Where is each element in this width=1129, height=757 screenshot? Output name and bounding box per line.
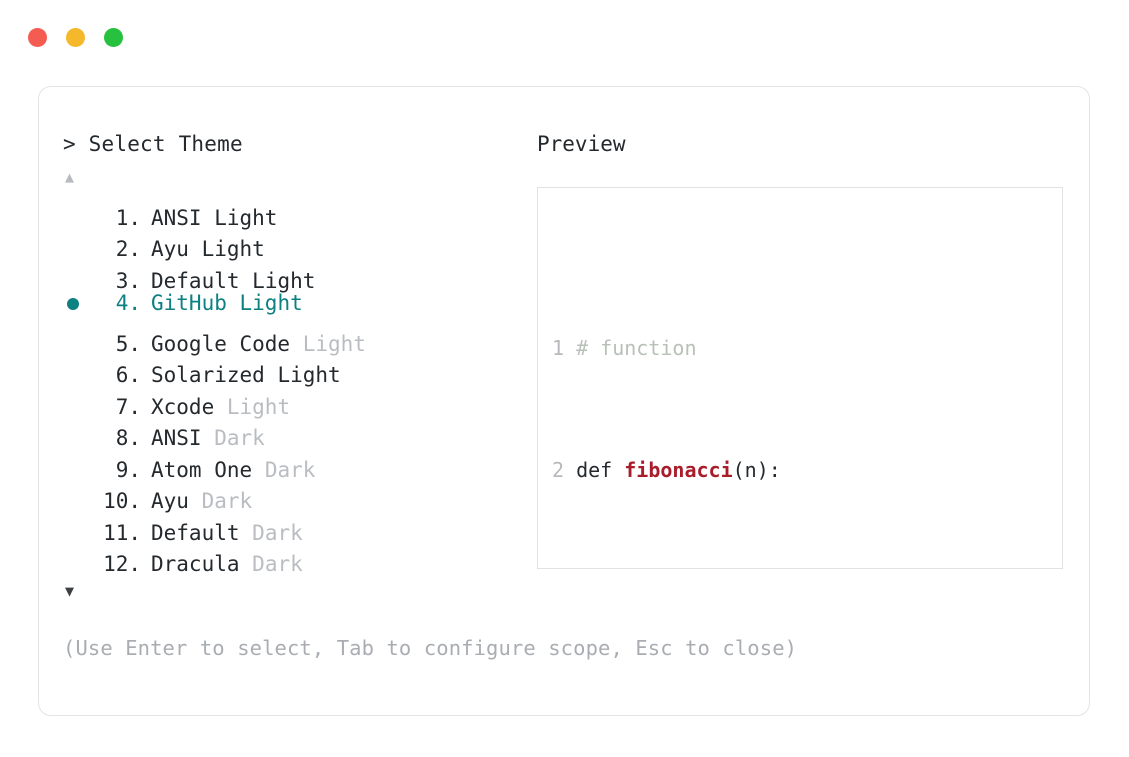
theme-index: 7. — [115, 394, 141, 419]
main-panel: > Select Theme ▲ 1. ANSI Light 2. Ayu Li… — [38, 86, 1090, 716]
theme-name: ANSI Light — [141, 203, 277, 235]
theme-list: 1. ANSI Light 2. Ayu Light 3. Default Li… — [63, 193, 533, 576]
code-gap — [564, 458, 576, 482]
code-line: 2 def fibonacci(n): — [552, 455, 781, 486]
theme-index: 5. — [115, 331, 141, 356]
selected-bullet-icon — [67, 297, 79, 310]
code-comment: # function — [576, 335, 697, 360]
theme-list-item[interactable]: 11. Default Dark — [63, 508, 533, 545]
line-number: 1 — [552, 335, 565, 360]
theme-name-text: Solarized — [151, 363, 265, 387]
prompt-label: > Select Theme — [63, 132, 243, 156]
code-content: 1 # function 2 def fibonacci(n): 3 a, b … — [552, 241, 891, 568]
theme-variant: Light — [214, 205, 278, 230]
maximize-button[interactable] — [104, 28, 123, 47]
selection-bullet-slot — [63, 319, 95, 351]
code-keyword: def — [576, 457, 625, 482]
selection-bullet-slot — [63, 288, 95, 320]
code-line: 1 # function — [552, 333, 697, 364]
theme-name: Google Code Light — [141, 329, 366, 361]
theme-index: 4. — [115, 290, 141, 315]
selection-bullet-slot — [63, 256, 95, 288]
theme-name-text: Default — [151, 268, 240, 293]
selection-bullet-slot — [63, 225, 95, 257]
theme-index: 11. — [103, 520, 141, 545]
theme-variant: Light — [201, 237, 265, 261]
theme-variant: Light — [239, 290, 303, 315]
theme-variant: Light — [252, 268, 316, 293]
theme-name: Xcode Light — [141, 392, 290, 424]
theme-list-item[interactable]: 10. Ayu Dark — [63, 477, 533, 513]
theme-name: Ayu Dark — [141, 486, 252, 518]
line-number: 2 — [552, 457, 565, 482]
code-preview-box: 1 # function 2 def fibonacci(n): 3 a, b … — [537, 187, 1063, 569]
theme-index: 12. — [103, 552, 141, 576]
theme-list-item[interactable]: 2. Ayu Light — [63, 225, 533, 261]
theme-index: 8. — [115, 426, 141, 450]
theme-name-text: Atom One — [151, 457, 253, 482]
window-titlebar — [28, 28, 123, 47]
theme-list-item[interactable]: 9. Atom One Dark — [63, 445, 533, 482]
theme-name: Default Light — [141, 266, 315, 298]
theme-variant: Light — [277, 363, 341, 387]
theme-variant: Light — [302, 331, 366, 356]
theme-list-item[interactable]: 3. Default Light — [63, 256, 533, 293]
theme-name-text: Xcode — [151, 394, 215, 419]
preview-column: Preview 1 # function 2 def fibonacci(n):… — [537, 131, 1067, 569]
theme-variant: Dark — [252, 520, 303, 545]
scroll-up-icon[interactable]: ▲ — [65, 168, 75, 186]
theme-name-text: Dracula — [151, 552, 240, 576]
theme-name: Solarized Light — [141, 360, 341, 392]
theme-variant: Dark — [252, 552, 303, 576]
theme-name-text: ANSI — [151, 426, 202, 450]
code-function-name: fibonacci — [624, 457, 733, 482]
theme-variant: Dark — [214, 426, 265, 450]
theme-selector-column: > Select Theme ▲ 1. ANSI Light 2. Ayu Li… — [63, 131, 533, 602]
theme-variant: Dark — [201, 489, 253, 513]
theme-list-item[interactable]: 7. Xcode Light — [63, 382, 533, 419]
theme-list-item[interactable]: 1. ANSI Light — [63, 193, 533, 230]
theme-list-item[interactable]: 5. Google Code Light — [63, 319, 533, 356]
selection-bullet-slot — [63, 445, 95, 477]
theme-variant: Light — [226, 394, 291, 419]
theme-name-text: GitHub — [151, 290, 227, 315]
minimize-button[interactable] — [66, 28, 85, 47]
preview-label: Preview — [537, 132, 626, 156]
theme-name: Dracula Dark — [141, 549, 303, 581]
theme-name-text: Google Code — [151, 331, 291, 356]
theme-index: 2. — [115, 237, 141, 261]
theme-index: 1. — [115, 205, 141, 230]
theme-name: ANSI Dark — [141, 423, 265, 455]
scroll-down-icon[interactable]: ▼ — [65, 582, 75, 600]
theme-index: 3. — [115, 268, 141, 293]
theme-index: 6. — [115, 363, 141, 387]
theme-variant: Dark — [264, 457, 316, 482]
selection-bullet-slot — [63, 508, 95, 540]
close-button[interactable] — [28, 28, 47, 47]
theme-name-text: ANSI — [151, 205, 202, 230]
selection-bullet-slot — [63, 351, 95, 383]
theme-name-text: Ayu — [151, 489, 189, 513]
selection-bullet-slot — [63, 193, 95, 225]
keyboard-hint: (Use Enter to select, Tab to configure s… — [63, 636, 798, 660]
theme-list-item[interactable]: 12. Dracula Dark — [63, 540, 533, 576]
theme-name: Atom One Dark — [141, 455, 315, 487]
theme-index: 9. — [115, 457, 141, 482]
selection-bullet-slot — [63, 540, 95, 572]
theme-index: 10. — [103, 489, 141, 513]
code-gap — [564, 336, 576, 360]
selection-bullet-slot — [63, 414, 95, 446]
theme-list-item[interactable]: 8. ANSI Dark — [63, 414, 533, 450]
theme-name-text: Ayu — [151, 237, 189, 261]
theme-list-item[interactable]: 6. Solarized Light — [63, 351, 533, 387]
theme-name: Default Dark — [141, 518, 303, 550]
selection-bullet-slot — [63, 477, 95, 509]
selection-bullet-slot — [63, 382, 95, 414]
theme-name: Ayu Light — [141, 234, 265, 266]
code-params: (n): — [732, 457, 781, 482]
theme-name: GitHub Light — [141, 288, 303, 320]
theme-name-text: Default — [151, 520, 240, 545]
theme-list-item-selected[interactable]: 4. GitHub Light — [63, 288, 533, 320]
